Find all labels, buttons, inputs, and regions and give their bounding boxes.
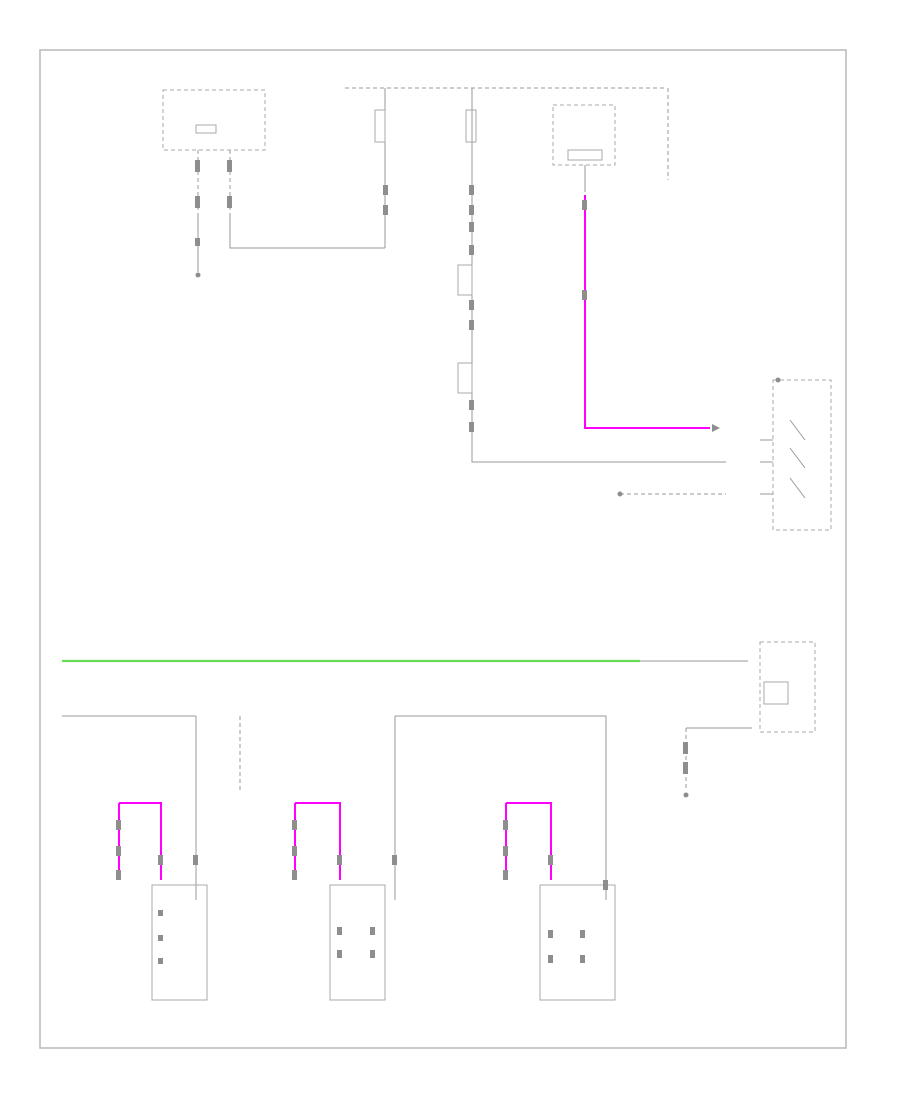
fuse-bus <box>345 87 726 463</box>
switch-middle <box>292 802 397 1001</box>
right-component <box>617 377 832 531</box>
green-circuit: · <box>62 659 748 671</box>
bottom-bus <box>62 715 607 900</box>
top-left-component <box>162 89 385 278</box>
switch-left <box>116 802 208 1001</box>
diagram-frame <box>39 49 847 1049</box>
power-steering-connector <box>683 641 816 798</box>
switch-right <box>503 802 616 1001</box>
pink-circuit-top <box>552 104 720 432</box>
svg-text:·: · <box>656 667 657 671</box>
